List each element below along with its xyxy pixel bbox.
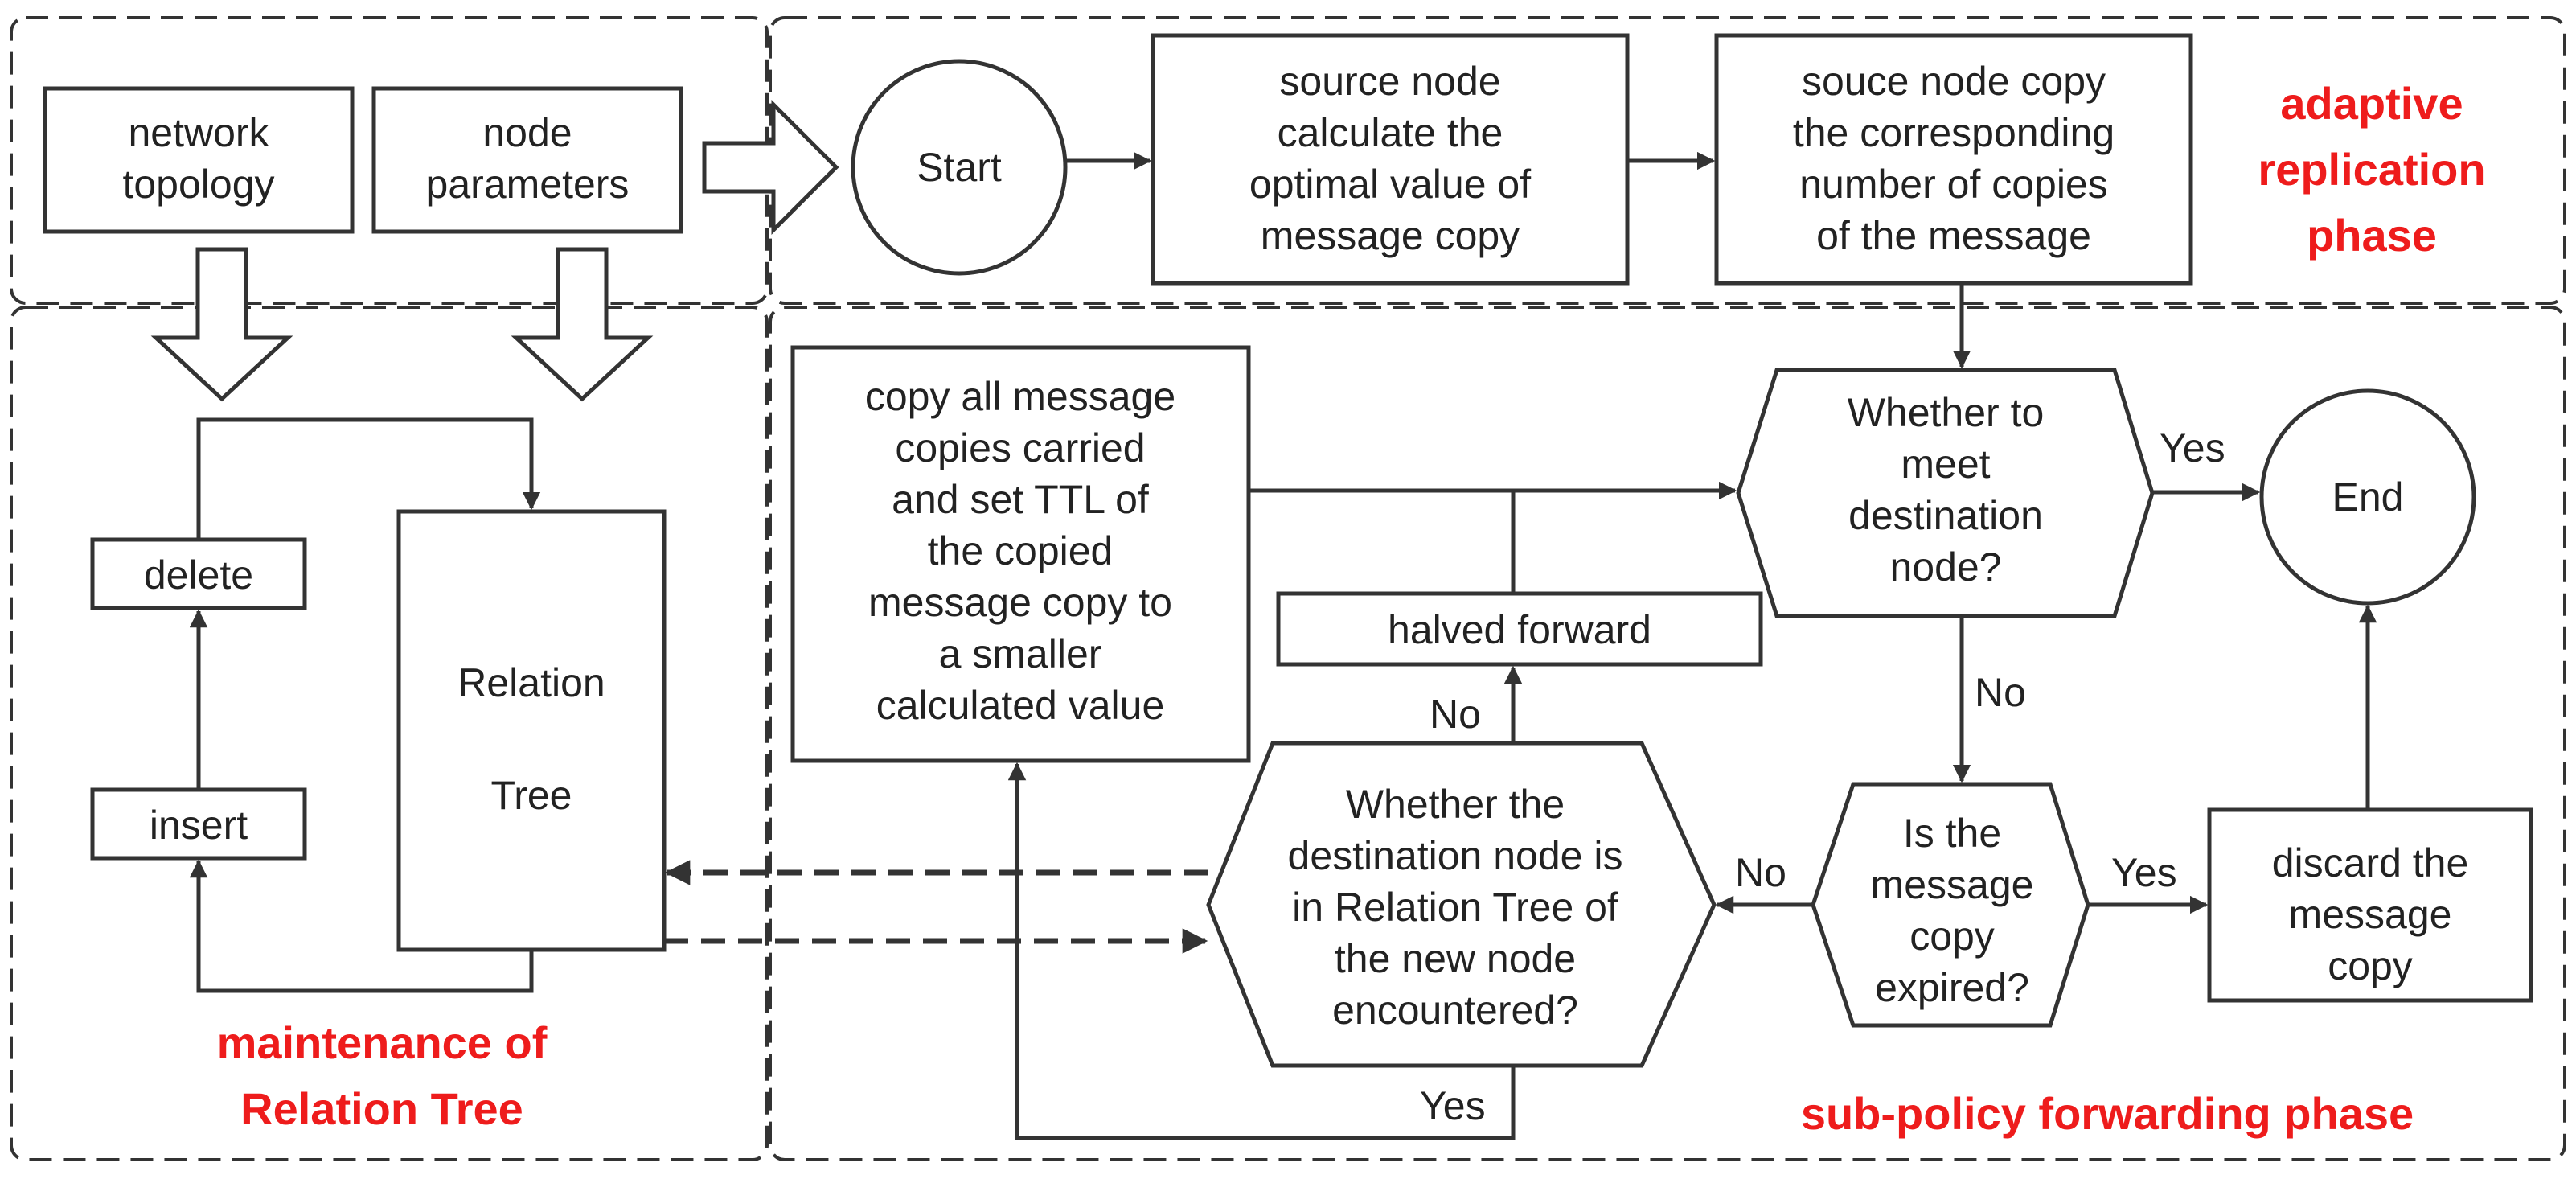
edge-label-no-expired: No [1735,850,1786,895]
region-maintenance [10,306,769,1161]
copy-all-box [790,345,1251,763]
edge-label-no-meet: No [1975,670,2026,715]
halved-forward-label: halved forward [1388,607,1651,652]
node-parameters-box [371,86,683,234]
start-node [851,59,1068,276]
edge-label-no-halved: No [1430,692,1481,737]
delete-label: delete [144,553,253,598]
edge-label-yes-discard: Yes [2111,850,2177,895]
network-topology-box [43,86,355,234]
region-adaptive-replication [769,16,2566,305]
relation-tree-box [396,509,667,952]
arrow-delete-to-tree [196,417,541,540]
calc-optimal-box [1151,33,1630,286]
end-label: End [2332,474,2404,520]
end-node [2259,388,2476,606]
halved-forward-box [1276,591,1763,667]
block-arrow-to-start [702,99,839,236]
relation-tree-decision [1206,741,1717,1068]
region-forwarding [769,306,2566,1161]
edge-label-yes-end: Yes [2160,425,2225,470]
start-label: Start [917,145,1002,190]
insert-label: insert [150,803,248,848]
block-arrow-parameters-down [511,247,654,402]
forwarding-phase-label: sub-policy forwarding phase [1801,1088,2414,1139]
delete-box [90,537,307,610]
block-arrow-topology-down [150,247,293,402]
copy-message-box [1714,33,2193,286]
meet-destination-decision [1736,368,2155,618]
arrow-yes-to-copyall [1007,762,1516,1140]
arrow-tree-to-insert [189,859,534,993]
edge-label-yes-copyall: Yes [1420,1083,1486,1128]
region-inputs [10,16,769,305]
discard-box [2207,807,2533,1003]
